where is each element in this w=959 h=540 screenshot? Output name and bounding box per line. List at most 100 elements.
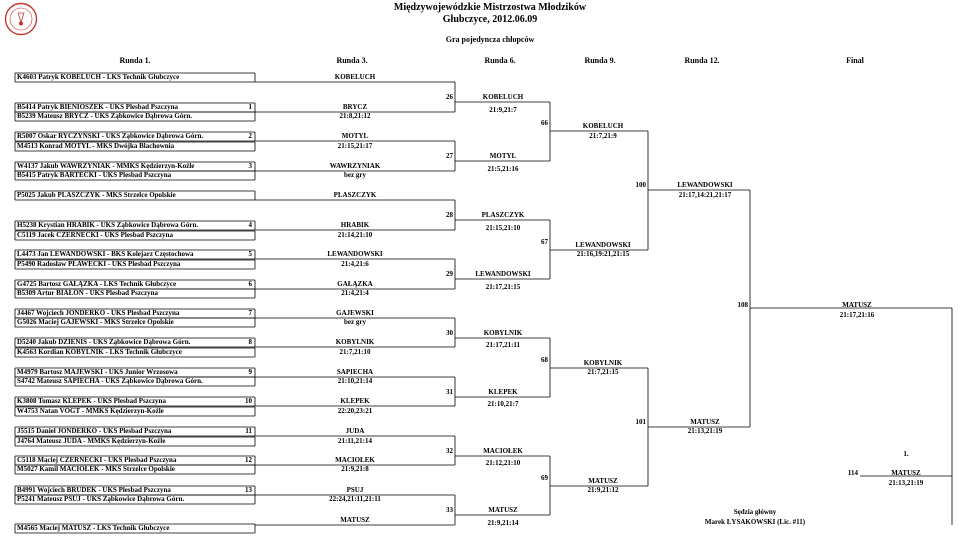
round3-score: 22:24,21:11,21:11	[329, 495, 381, 503]
match-number: 114	[847, 469, 858, 477]
round3-score: bez gry	[344, 171, 366, 179]
badminton-logo-icon	[4, 2, 38, 36]
round3-winner: MACIOŁEK	[335, 456, 375, 464]
player-entry: B5309 Artur BIAŁOŃ - UKS Plesbad Pszczyn…	[17, 289, 159, 297]
round3-winner: GAJEWSKI	[336, 309, 374, 317]
event-name: Gra pojedyncza chłopców	[445, 35, 535, 44]
round6-score: 21:9,21:7	[489, 106, 517, 114]
match-number: 101	[635, 418, 647, 426]
round9-winner: MATUSZ	[588, 477, 618, 485]
player-entry: P5490 Radosław PŁAWECKI - UKS Plesbad Ps…	[17, 260, 181, 268]
round3-winner: MATUSZ	[340, 516, 370, 524]
seed-number: 13	[245, 486, 252, 494]
player-entry: K3808 Tomasz KLEPEK - UKS Plesbad Pszczy…	[17, 397, 166, 405]
player-entry: B5239 Mateusz BRYCZ - UKS Ząbkowice Dąbr…	[17, 112, 193, 120]
round6-score: 21:17,21:11	[485, 341, 521, 349]
round6-winner: MACIOŁEK	[483, 447, 523, 455]
seed-number: 2	[248, 132, 253, 140]
round6-score: 21:9,21:14	[487, 519, 519, 527]
round3-winner: BRYCZ	[342, 103, 368, 111]
round3-winner: JUDA	[345, 427, 365, 435]
seed-number: 5	[248, 250, 253, 258]
place-date: Głubczyce, 2012.06.09	[442, 14, 538, 25]
seed-number: 1	[248, 103, 253, 111]
round6-winner: KOBYLNIK	[483, 329, 523, 337]
player-entry: J4764 Mateusz JUDA - MMKS Kędzierzyn-Koź…	[17, 437, 166, 445]
round9-score: 21:7,21:9	[589, 132, 617, 140]
round3-score: 21:4,21:4	[341, 289, 369, 297]
player-entry: G5026 Maciej GAJEWSKI - MKS Strzelce Opo…	[17, 318, 174, 326]
match-number: 32	[446, 447, 453, 455]
round3-score: 21:10,21:14	[337, 377, 373, 385]
match-number: 67	[541, 238, 548, 246]
seed-number: 11	[245, 427, 252, 435]
round3-score: 21:9,21:8	[341, 465, 369, 473]
match-number: 33	[446, 506, 453, 514]
round6-score: 21:12,21:10	[485, 459, 521, 467]
seed-number: 6	[248, 280, 253, 288]
round9-score: 21:16,19:21,21:15	[576, 250, 630, 258]
player-entry: S4742 Mateusz SAPIECHA - UKS Ząbkowice D…	[17, 377, 203, 385]
round-header-1: Runda 1.	[119, 56, 151, 65]
player-entry: M4979 Bartosz MAJEWSKI - UKS Junior Wrzo…	[17, 368, 178, 376]
round6-winner: KOBELUCH	[482, 93, 524, 101]
player-entry: W4753 Natan VOGT - MMKS Kędzierzyn-Koźle	[17, 407, 164, 415]
round9-score: 21:7,21:15	[587, 368, 619, 376]
referee-label: Sędzia główny	[733, 508, 777, 516]
round-header-6: Runda 6.	[484, 56, 516, 65]
player-entry: B5414 Patryk BIENIOSZEK - UKS Plesbad Ps…	[17, 103, 179, 111]
round6-winner: LEWANDOWSKI	[475, 270, 531, 278]
place-label: 1.	[903, 450, 909, 458]
round3-winner: WAWRZYNIAK	[329, 162, 381, 170]
player-entry: H5238 Krystian HRABIK - UKS Ząbkowice Dą…	[17, 221, 199, 229]
player-entry: M4565 Maciej MATUSZ - LKS Technik Głubcz…	[17, 524, 170, 532]
match-number: 68	[541, 356, 548, 364]
round3-winner: KOBYLNIK	[335, 338, 375, 346]
round3-winner: SAPIECHA	[336, 368, 374, 376]
round6-score: 21:10,21:7	[487, 400, 519, 408]
round3-score: 21:14,21:10	[337, 231, 373, 239]
match-number: 27	[446, 152, 453, 160]
match-number: 30	[446, 329, 453, 337]
player-entry: R5007 Oskar RYCZYŃSKI - UKS Ząbkowice Dą…	[17, 132, 204, 140]
seed-number: 10	[245, 397, 252, 405]
round9-winner: KOBELUCH	[582, 122, 624, 130]
round9-winner: KOBYLNIK	[583, 359, 623, 367]
round6-score: 21:15,21:10	[485, 224, 521, 232]
player-entry: J5515 Daniel JONDERKO - UKS Plesbad Pszc…	[17, 427, 172, 435]
round3-score: 22:20,23:21	[337, 407, 373, 415]
round12-winner: MATUSZ	[690, 418, 720, 426]
round3-winner: GAŁĄZKA	[337, 280, 373, 288]
player-entry: K4563 Kordian KOBYLNIK - LKS Technik Głu…	[17, 348, 182, 356]
player-entry: C5118 Maciej CZERNECKI - UKS Plesbad Psz…	[17, 456, 177, 464]
round3-score: 21:8,21:12	[339, 112, 371, 120]
round6-score: 21:17,21:15	[485, 283, 521, 291]
match-number: 100	[635, 181, 647, 189]
round9-score: 21:9,21:12	[587, 486, 619, 494]
round-header-3: Runda 3.	[336, 56, 368, 65]
round3-score: 21:11,21:14	[337, 437, 373, 445]
round3-winner: KLEPEK	[340, 397, 370, 405]
round6-winner: PLASZCZYK	[481, 211, 525, 219]
final-score: 21:17,21:16	[839, 311, 875, 319]
round3-score: bez gry	[344, 318, 366, 326]
round3-score: 21:4,21:6	[341, 260, 369, 268]
match-number: 108	[737, 301, 749, 309]
player-entry: L4473 Jan LEWANDOWSKI - BKS Kolejarz Czę…	[17, 250, 194, 258]
seed-number: 3	[248, 162, 253, 170]
player-entry: K4603 Patryk KOBELUCH - LKS Technik Głub…	[17, 73, 180, 81]
seed-number: 8	[248, 338, 253, 346]
round3-winner: MOTYL	[341, 132, 369, 140]
round3-winner: LEWANDOWSKI	[327, 250, 383, 258]
player-entry: J4467 Wojciech JONDERKO - UKS Plesbad Ps…	[17, 309, 180, 317]
match-number: 28	[446, 211, 453, 219]
match-number: 31	[446, 388, 453, 396]
round12-winner: LEWANDOWSKI	[677, 181, 733, 189]
round3-winner: PSUJ	[346, 486, 364, 494]
round3-winner: PLASZCZYK	[333, 191, 377, 199]
seed-number: 4	[248, 221, 253, 229]
round6-winner: MOTYL	[489, 152, 517, 160]
player-entry: W4137 Jakub WAWRZYNIAK - MMKS Kędzierzyn…	[17, 162, 195, 170]
round-header-9: Runda 9.	[584, 56, 616, 65]
